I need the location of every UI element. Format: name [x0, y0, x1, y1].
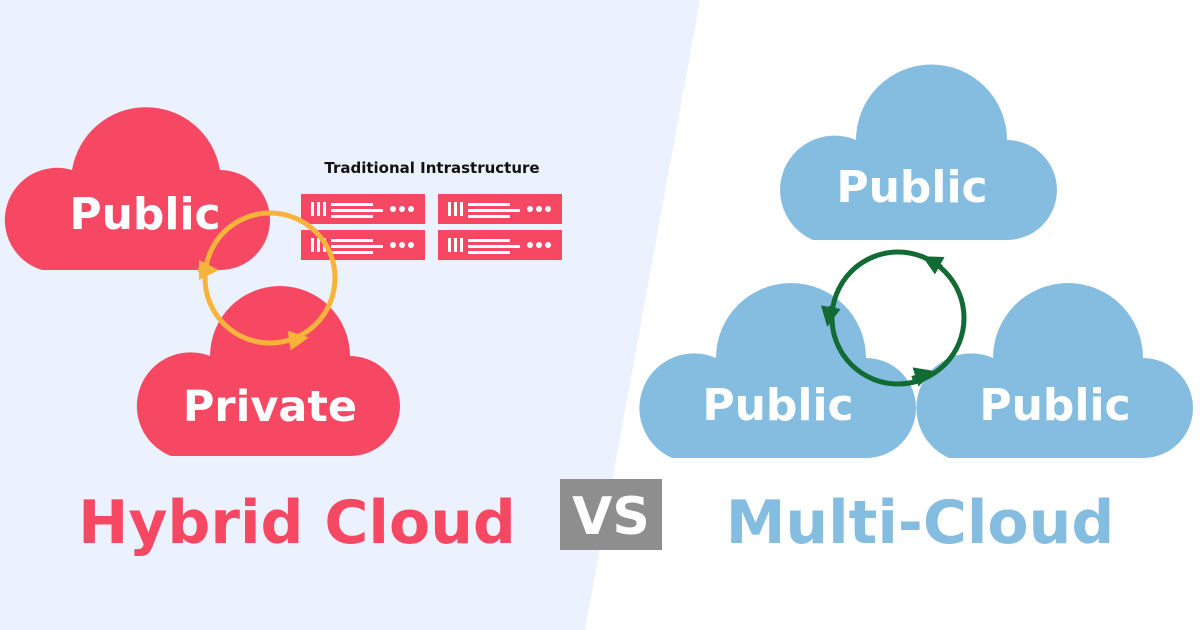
traditional-infrastructure-servers	[301, 194, 562, 260]
cloud-shape	[136, 286, 401, 456]
vs-label: VS	[572, 487, 650, 547]
server-rack-icon	[438, 230, 562, 260]
multi-cloud-label-right: Public	[979, 380, 1130, 431]
server-rack-slot	[454, 238, 457, 252]
server-rack-line	[468, 209, 520, 212]
server-rack-line	[468, 203, 510, 206]
cycle-arrowhead	[911, 367, 935, 387]
hybrid-connection-cycle	[198, 210, 338, 351]
hybrid-private-cloud: Private	[136, 286, 401, 456]
server-rack-icon	[438, 194, 562, 224]
server-rack-slot	[460, 202, 463, 216]
server-rack-line	[468, 215, 510, 218]
cloud-shape	[4, 107, 270, 271]
server-rack-light	[408, 206, 414, 212]
server-rack-light	[399, 242, 405, 248]
server-rack-line	[331, 251, 373, 254]
server-rack-line	[468, 251, 510, 254]
multi-cloud-title: Multi-Cloud	[726, 488, 1115, 558]
server-rack-light	[536, 206, 542, 212]
server-rack-light	[536, 242, 542, 248]
server-rack-light	[408, 242, 414, 248]
cloud-shape	[639, 283, 916, 458]
cloud-shape	[916, 283, 1193, 458]
server-rack-line	[331, 203, 373, 206]
server-rack-light	[390, 206, 396, 212]
hybrid-cloud-diagram: Traditional Intrastructure Public Privat…	[4, 107, 562, 558]
server-rack-line	[331, 239, 373, 242]
server-rack-line	[468, 245, 520, 248]
cycle-arrowhead	[820, 305, 841, 327]
cycle-arrowhead	[922, 256, 945, 275]
hybrid-cloud-title: Hybrid Cloud	[78, 488, 516, 558]
server-rack-line	[331, 209, 383, 212]
multi-cloud-connection-cycle	[820, 249, 967, 387]
multi-cloud-public-right: Public	[916, 283, 1193, 458]
multi-cloud-label-top: Public	[836, 162, 987, 213]
server-rack-line	[468, 239, 510, 242]
server-rack-light	[390, 242, 396, 248]
vs-badge-background	[560, 479, 662, 550]
server-rack-slot	[448, 202, 451, 216]
server-rack-line	[331, 215, 373, 218]
server-rack-icon	[301, 194, 425, 224]
traditional-infrastructure-label: Traditional Intrastructure	[324, 159, 539, 177]
server-rack-light	[545, 242, 551, 248]
server-rack-slot	[317, 238, 320, 252]
cloud-shape	[780, 64, 1057, 240]
server-rack-line	[331, 245, 383, 248]
server-rack-slot	[311, 202, 314, 216]
multi-cloud-public-left: Public	[639, 283, 916, 458]
cycle-arrowhead	[285, 330, 309, 351]
server-rack-slot	[448, 238, 451, 252]
server-rack-slot	[454, 202, 457, 216]
hybrid-public-label: Public	[69, 189, 220, 240]
multi-cloud-public-top: Public	[780, 64, 1057, 240]
hybrid-public-cloud: Public	[4, 107, 270, 271]
server-rack-light	[399, 206, 405, 212]
server-rack-slot	[460, 238, 463, 252]
server-rack-slot	[317, 202, 320, 216]
server-rack-light	[527, 242, 533, 248]
server-rack-light	[545, 206, 551, 212]
hybrid-private-label: Private	[183, 382, 357, 432]
vs-badge: VS	[560, 479, 662, 550]
server-rack-slot	[323, 202, 326, 216]
server-rack-slot	[311, 238, 314, 252]
multi-cloud-label-left: Public	[702, 380, 853, 431]
multi-cloud-diagram: Public Public Public Multi-Cloud	[639, 64, 1193, 558]
server-rack-light	[527, 206, 533, 212]
